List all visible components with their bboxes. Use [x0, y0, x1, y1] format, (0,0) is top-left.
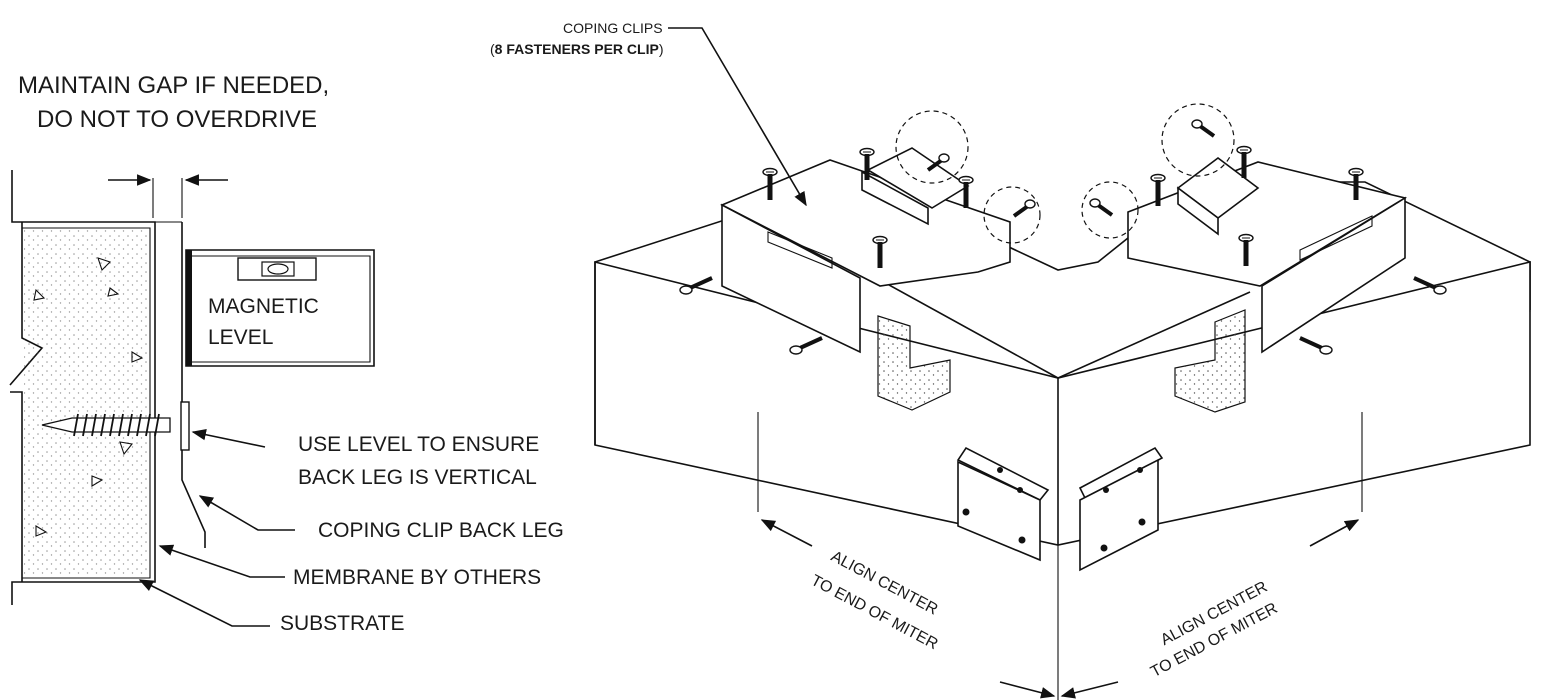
fasteners-count: 8 FASTENERS PER CLIP — [494, 41, 659, 57]
substrate — [24, 230, 148, 576]
coping-clip-icon — [1127, 157, 1408, 354]
use-level-label-line1: USE LEVEL TO ENSURE — [298, 433, 540, 456]
do-not-overdrive-label: DO NOT TO OVERDRIVE — [37, 106, 318, 133]
coping-clip-icon — [956, 446, 1050, 562]
coping-clips-label: COPING CLIPS — [563, 20, 663, 36]
magnetic-level-icon — [185, 249, 375, 367]
screw-icon — [689, 124, 1437, 350]
coping-clip-icon — [720, 147, 1011, 354]
membrane-label: MEMBRANE BY OTHERS — [293, 566, 542, 589]
substrate-label: SUBSTRATE — [280, 612, 405, 635]
coping-clip-icon — [1078, 446, 1164, 572]
use-level-label-line2: BACK LEG IS VERTICAL — [298, 466, 537, 489]
section-detail — [9, 170, 375, 627]
maintain-gap-label: MAINTAIN GAP IF NEEDED, — [18, 72, 330, 99]
paren-open: ( — [490, 41, 495, 57]
aggregate-marks — [33, 257, 144, 537]
magnetic-level-label-line2: LEVEL — [208, 326, 274, 349]
isometric-corner — [594, 27, 1531, 700]
magnetic-level-label-line1: MAGNETIC — [208, 295, 319, 318]
paren-close: ) — [658, 41, 664, 57]
detail-circle-icon — [895, 103, 1235, 244]
fasteners-per-clip-label: (8 FASTENERS PER CLIP) — [490, 41, 664, 57]
coping-clip-back-leg-label: COPING CLIP BACK LEG — [318, 519, 564, 542]
screw-icon — [41, 401, 190, 451]
